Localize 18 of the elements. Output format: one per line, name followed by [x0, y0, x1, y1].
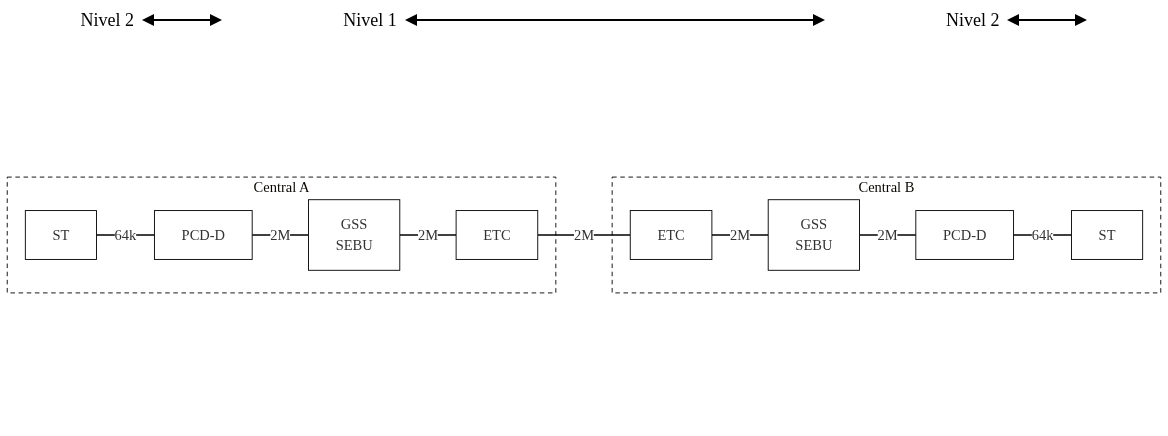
edge-label: 2M [270, 226, 291, 243]
node-box: ST [1071, 210, 1144, 260]
edge-label: 64k [114, 226, 137, 243]
node-box: GSS SEBU [308, 199, 401, 271]
edge-label: 64k [1031, 226, 1054, 243]
level-label: Nivel 2 [945, 9, 1000, 31]
node-box: PCD-D [154, 210, 253, 260]
node-box: ETC [629, 210, 713, 260]
node-box: ETC [455, 210, 539, 260]
edge-label: 2M [417, 226, 439, 243]
node-box: GSS SEBU [767, 199, 860, 271]
level-label: Nivel 2 [80, 9, 135, 31]
level-label: Nivel 1 [343, 9, 397, 31]
node-box: ST [24, 210, 97, 260]
edge-label: 2M [573, 226, 595, 243]
edge-label: 2M [877, 226, 898, 243]
node-box: PCD-D [915, 210, 1014, 260]
edge-label: 2M [729, 226, 751, 243]
